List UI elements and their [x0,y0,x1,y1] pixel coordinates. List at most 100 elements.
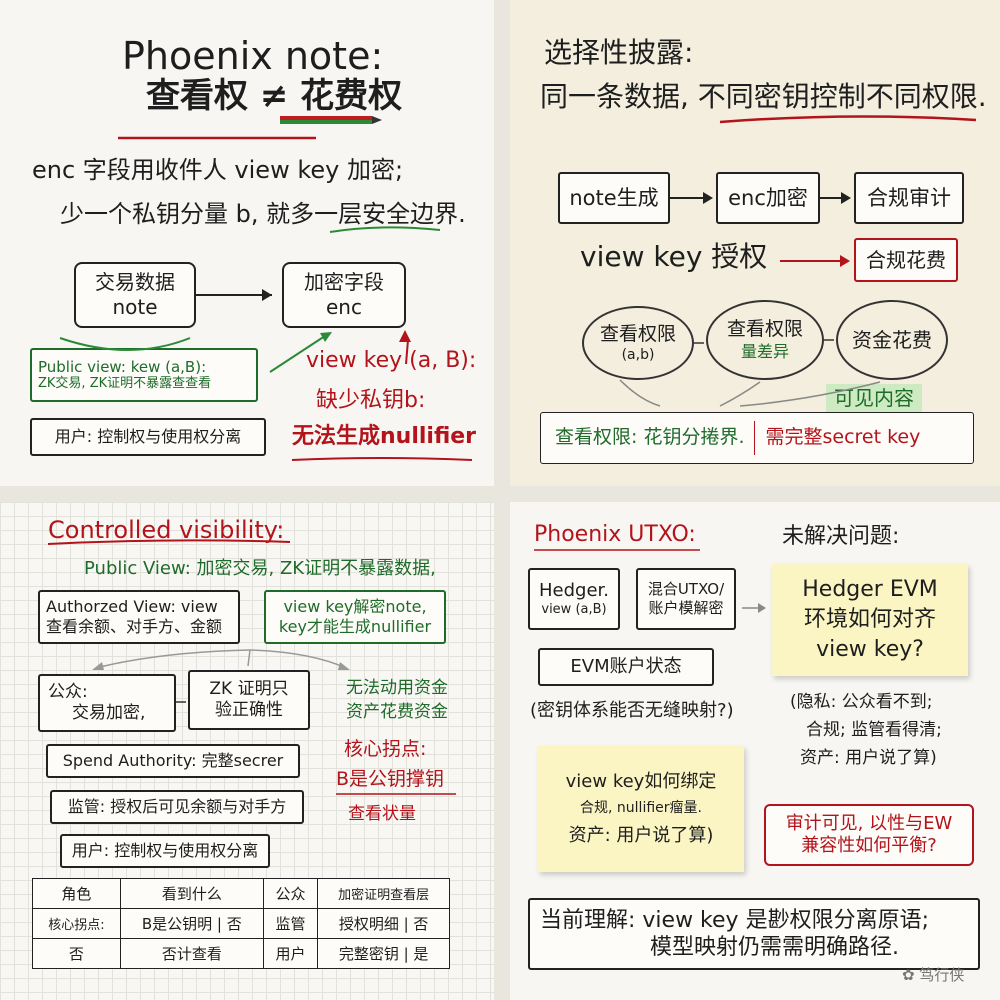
panel1-body-line2: 少一个私钥分量 b, 就多一层安全边界. [60,200,466,228]
cannot-spend-line1: 无法动用资金 [346,678,448,698]
flow-audit: 合规审计 [854,172,964,224]
privacy-line3: 资产: 用户说了算) [800,748,937,768]
zk-proof-line1: ZK 证明只 [209,678,289,699]
table-cell: 授权明细 | 否 [317,908,450,939]
user-control-text: 用户: 控制权与使用权分离 [54,427,242,446]
hedger-line2: view (a,B) [541,602,607,618]
table-cell: 否计查看 [119,938,264,969]
privacy-line1: (隐私: 公众看不到; [790,692,933,712]
hedger-box: Hedger. view (a,B) [528,568,620,630]
watermark-text: 笃行侠 [919,966,965,984]
viewkey-note-line2: 缺少私钥b: [316,388,426,413]
summary-right-text: 需完整secret key [765,426,921,449]
public-view-line1: Public view: kew (a,B): [38,357,207,376]
table-cell: 完整密钥 | 是 [317,938,450,969]
watermark-icon: ✿ [902,966,920,984]
table-cell: 监管 [262,908,319,939]
panel-selective-disclosure: 选择性披露: 同一条数据, 不同密钥控制不同权限. note生成 enc加密 合… [510,0,1000,486]
panel3-public-view: Public View: 加密交易, ZK证明不暴露数据, [84,558,436,579]
balance-line2: 兼容性如何平衡? [801,835,937,856]
flow-note-gen-label: note生成 [569,185,659,210]
unsolved-label: 未解决问题: [782,524,900,549]
sticky-note-binding: view key如何绑定 合规, nullifier瘤量. 资产: 用户说了算) [538,746,744,872]
conclusion-box: 当前理解: view key 是尠权限分离原语; 模型映射仍需需明确路径. [528,898,980,970]
ellipse-fund-spend: 资金花费 [836,300,948,380]
viewkey-note-line3: 无法生成nullifier [292,424,477,449]
panel2-title-line2: 同一条数据, 不同密钥控制不同权限. [540,80,987,113]
panel1-body-line1: enc 字段用收件人 view key 加密; [32,156,404,184]
summary-left-text: 查看权限: 花钥分捲界. [555,426,745,449]
evm-state-box: EVM账户状态 [538,648,714,686]
evm-state-text: EVM账户状态 [570,655,682,677]
hedger-line1: Hedger. [538,579,609,601]
viewkey-note-line1: view key (a, B): [306,348,477,373]
ellipse-view-permission-1: 查看权限 (a,b) [582,306,694,380]
user-control-box-2: 用户: 控制权与使用权分离 [60,834,270,868]
balance-question-box: 审计可见, 以性与EW 兼容性如何平衡? [764,804,974,866]
public-view-line2: ZK交易, ZK证明不暴露查查看 [38,376,212,392]
zk-proof-line2: 验正确性 [215,700,283,720]
core-inflection-line2: B是公钥撑钥 [336,768,445,790]
spend-authority-box: Spend Authority: 完整secrer [46,744,300,778]
panel1-title-line1: Phoenix note: [122,34,384,78]
authorized-view-line1: Authorzed View: view [46,597,218,616]
watermark: ✿ 笃行侠 [902,966,964,984]
regulator-box: 监管: 授权后可见余额与对手方 [50,790,304,824]
sticky1-line3: view key? [816,636,924,662]
table-cell: 公众 [262,878,319,909]
role-table: 角色 看到什么 公众 加密证明查看层 核心拐点: B是公钥明 | 否 监管 授权… [32,878,450,969]
spend-authority-text: Spend Authority: 完整secrer [62,751,284,770]
flow-enc: enc加密 [716,172,820,224]
authorized-view-line2: 查看余额、对手方、金额 [46,617,223,636]
ellipse1-sub: (a,b) [621,347,655,364]
table-cell: 用户 [262,938,319,969]
sticky-note-evm: Hedger EVM 环境如何对齐 view key? [772,564,968,676]
pencil-icon [280,116,382,124]
zk-proof-box: ZK 证明只 验正确性 [188,670,310,730]
viewkey-decrypt-line2: key才能生成nullifier [278,617,432,636]
panel4-title: Phoenix UTXO: [534,522,696,547]
panel1-title-line2: 查看权 ≠ 花费权 [146,76,403,116]
panel-phoenix-utxo: Phoenix UTXO: 未解决问题: Hedger. view (a,B) … [510,502,1000,1000]
public-box-line2: 交易加密, [72,703,146,723]
sticky2-line2: 合规, nullifier瘤量. [580,800,702,817]
panel-phoenix-note: Phoenix note: 查看权 ≠ 花费权 enc 字段用收件人 view … [0,0,494,486]
mixed-model-line1: 混合UTXO/ [647,580,725,599]
core-inflection-line3: 查看状量 [348,804,416,824]
ellipse3-title: 资金花费 [852,328,932,352]
viewkey-decrypt-line1: view key解密note, [283,597,427,616]
summary-divider [754,421,756,455]
sticky1-line2: 环境如何对齐 [803,607,936,633]
conclusion-line1: 当前理解: view key 是尠权限分离原语; [540,907,929,933]
core-inflection-line1: 核心拐点: [344,738,427,760]
panel3-title: Controlled visibility: [48,516,285,544]
nullifier-red-underline [291,457,473,461]
table-cell: 核心拐点: [32,908,121,939]
tx-data-box: 交易数据 note [74,262,196,328]
flow-enc-label: enc加密 [728,185,808,210]
table-cell: 否 [32,938,121,969]
user-control-box: 用户: 控制权与使用权分离 [30,418,266,456]
title-red-underline [719,115,977,124]
table-cell: 角色 [32,878,121,909]
table-row: 核心拐点: B是公钥明 | 否 监管 授权明细 | 否 [32,908,450,939]
sticky2-line3: 资产: 用户说了算) [568,824,714,846]
table-row: 否 否计查看 用户 完整密钥 | 是 [32,938,450,969]
visible-content-tag: 可见内容 [826,384,922,412]
authorized-view-box: Authorzed View: view 查看余额、对手方、金额 [38,590,240,644]
tx-data-title: 交易数据 [95,270,175,294]
mixed-model-box: 混合UTXO/ 账户模解密 [636,568,736,630]
privacy-line2: 合规; 监管看得清; [806,720,942,740]
user-control-text-2: 用户: 控制权与使用权分离 [71,841,259,860]
viewkey-decrypt-box: view key解密note, key才能生成nullifier [264,590,446,644]
sticky2-line1: view key如何绑定 [565,770,717,792]
table-cell: B是公钥明 | 否 [119,908,264,939]
cannot-spend-line2: 资产花费资金 [346,702,448,722]
conclusion-line2: 模型映射仍需需明确路径. [650,935,899,960]
disclosure-summary-box: 查看权限: 花钥分捲界. 需完整secret key [540,412,974,464]
public-box: 公众: 交易加密, [38,674,176,732]
table-cell: 加密证明查看层 [317,878,450,909]
public-view-box: Public view: kew (a,B): ZK交易, ZK证明不暴露查查看 [30,348,258,402]
tx-data-sub: note [112,295,158,319]
panel2-title-line1: 选择性披露: [544,36,694,69]
